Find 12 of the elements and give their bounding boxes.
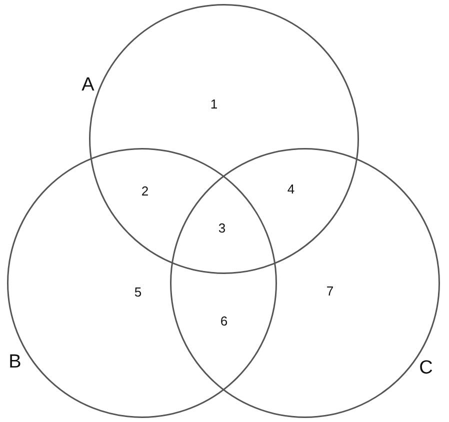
region-number: 6 [220, 314, 228, 328]
region-number: 5 [134, 286, 142, 298]
region-number: 1 [210, 98, 218, 110]
set-circle [7, 148, 277, 418]
region-number: 7 [326, 284, 334, 298]
region-number: 4 [287, 182, 295, 196]
set-label: B [8, 352, 22, 372]
set-circle [170, 148, 440, 418]
region-number: 3 [218, 222, 226, 234]
region-number: 2 [141, 184, 149, 198]
set-label: A [82, 76, 94, 94]
set-label: C [419, 358, 433, 378]
